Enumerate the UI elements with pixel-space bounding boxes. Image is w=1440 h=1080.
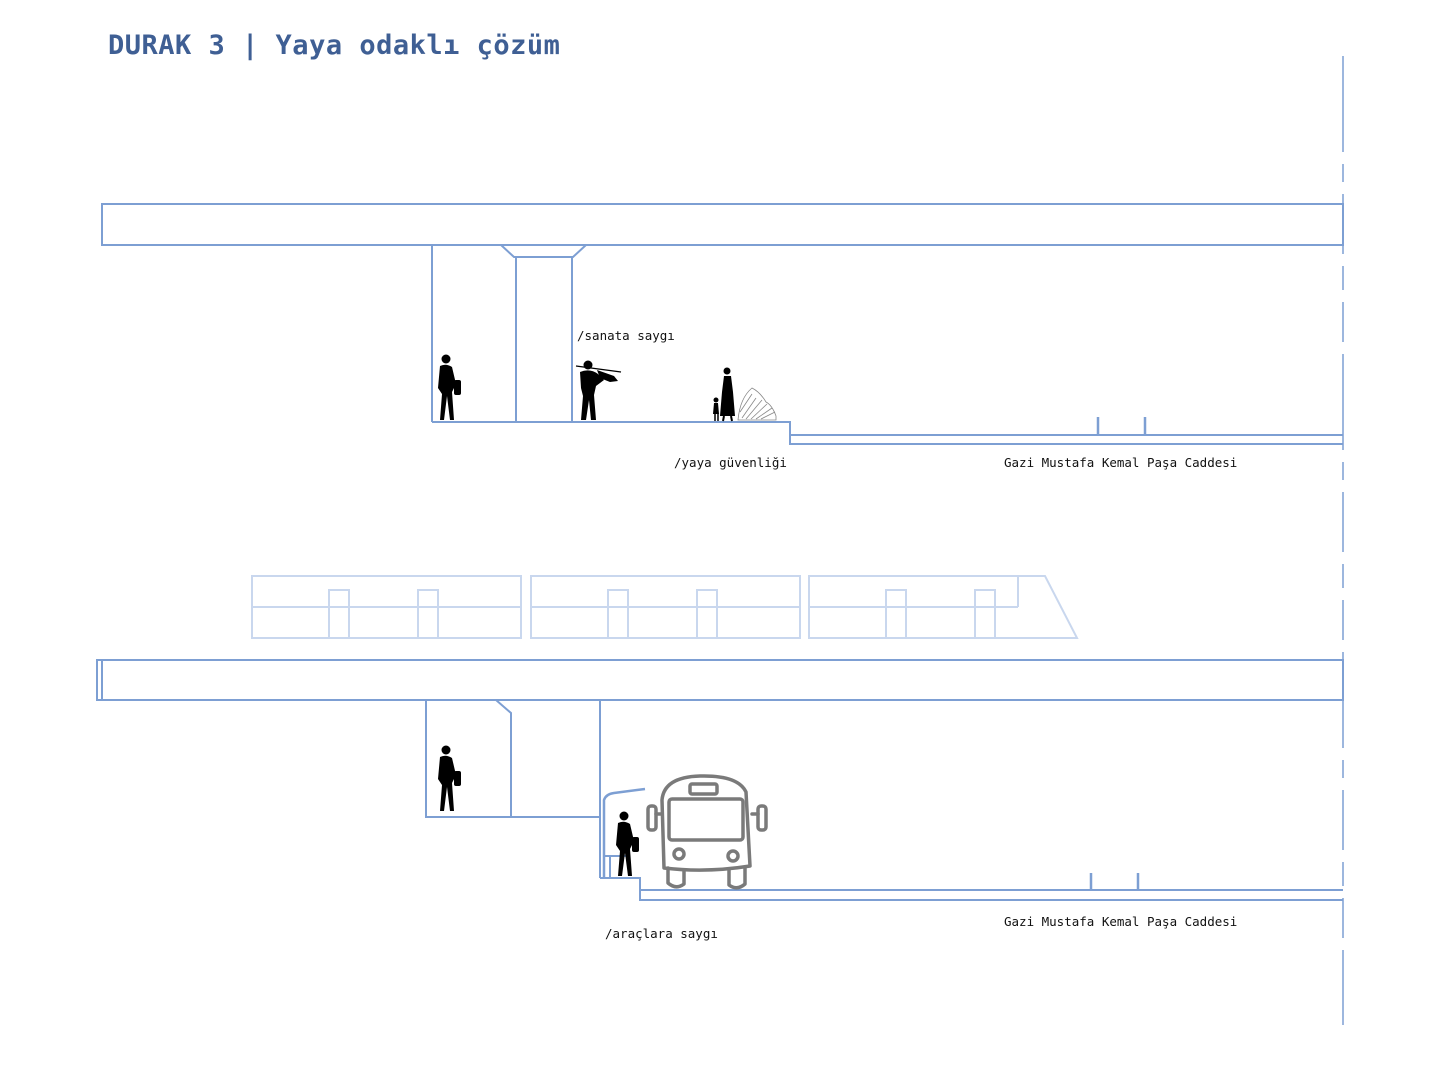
lower-column [495, 699, 512, 817]
upper-column-capital [500, 244, 587, 258]
sketch-hatching [737, 387, 777, 421]
lower-section [96, 659, 1344, 901]
lower-road-edge [639, 890, 1343, 901]
violinist-icon [575, 360, 622, 420]
lower-deck [96, 659, 1344, 701]
pedestrian-icon [438, 354, 461, 420]
upper-section [101, 203, 1344, 445]
woman-with-child-icon [713, 367, 735, 422]
lower-sidewalk [600, 877, 1343, 891]
street-name-upper: Gazi Mustafa Kemal Paşa Caddesi [1004, 455, 1238, 470]
lower-platform [425, 700, 600, 818]
upper-deck [101, 203, 1344, 246]
street-name-lower: Gazi Mustafa Kemal Paşa Caddesi [1004, 914, 1238, 929]
label-pedestrian-safety: /yaya güvenliği [674, 455, 787, 470]
page-title: DURAK 3 | Yaya odaklı çözüm [108, 30, 561, 61]
bus-icon [646, 774, 768, 890]
upper-sidewalk [432, 421, 1343, 436]
train-icon [251, 575, 1079, 639]
label-art: /sanata saygı [577, 328, 675, 343]
pedestrian-icon [616, 811, 639, 876]
upper-road-edge [789, 435, 1343, 445]
label-vehicles: /araçlara saygı [605, 926, 718, 941]
pedestrian-icon [438, 745, 461, 811]
train-car-front [808, 575, 1079, 639]
